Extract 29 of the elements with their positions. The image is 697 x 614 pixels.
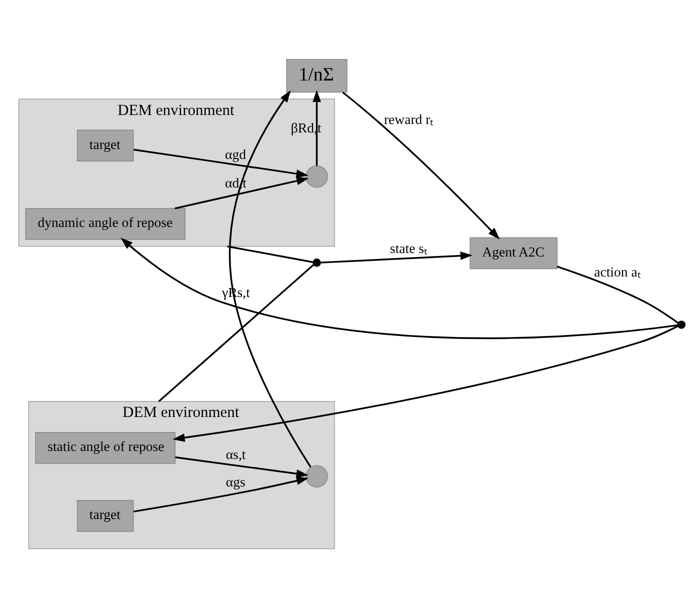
arrow [120,237,678,338]
node-box: target [76,500,134,532]
arrow [228,90,312,467]
edge-label: state sₜ [390,240,428,256]
node-box: target [76,129,134,162]
node-dot [312,258,321,266]
node-circle [306,164,328,188]
arrow [175,456,308,478]
arrow [133,476,309,512]
edge-label: action aₜ [594,264,640,279]
edge-label: αgs [226,474,246,489]
node-box: Agent A2C [470,236,558,269]
node-box: 1/nΣ [286,58,348,92]
arrow [320,251,472,263]
connector [556,265,679,324]
node-box: dynamic angle of repose [25,208,186,240]
connector [158,264,314,402]
arrow [133,148,308,178]
arrow [174,176,309,209]
edge-label: reward rₜ [384,111,434,126]
arrow [312,89,322,166]
edge-label: αs,t [226,446,246,462]
connector [227,245,313,262]
node-box: static angle of repose [35,431,176,464]
node-circle [306,464,328,487]
arrow [342,91,500,239]
node-dot [677,320,686,328]
arrow [172,324,678,442]
edge-label: αgd [225,146,246,162]
